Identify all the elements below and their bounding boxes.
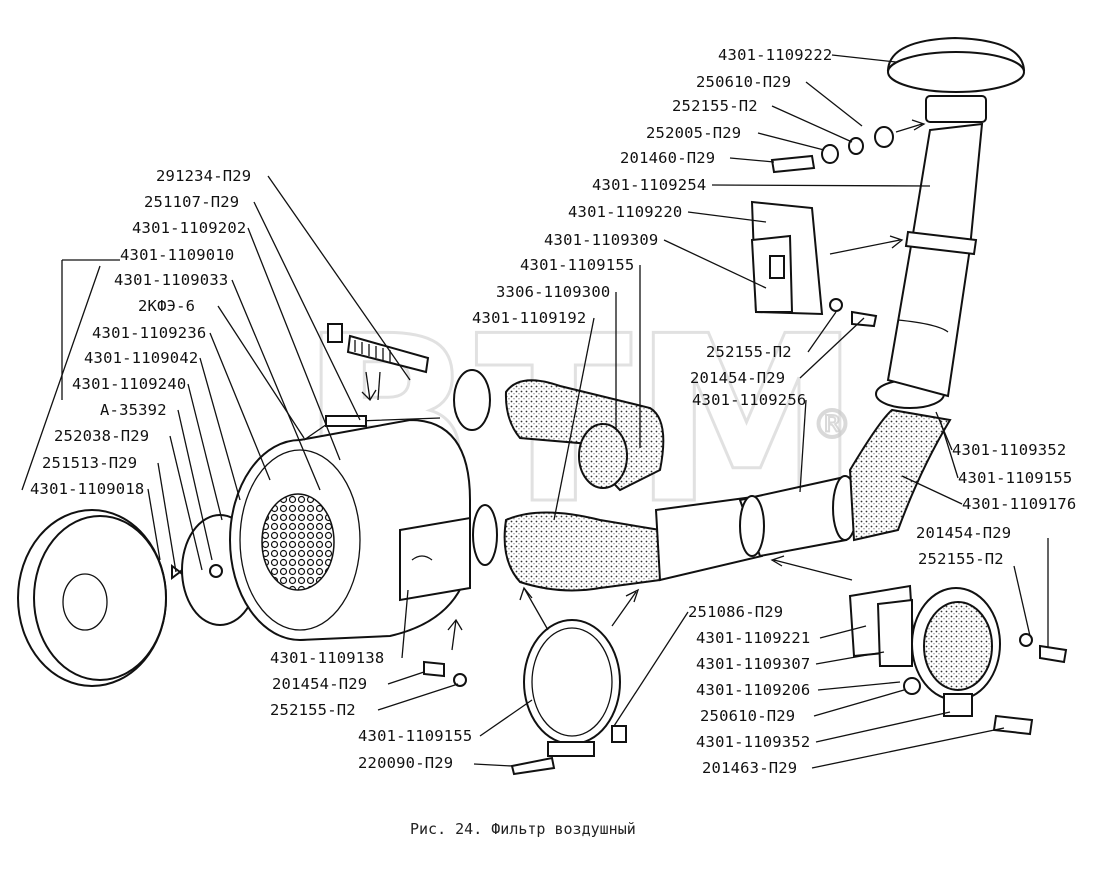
label-4301-1109018: 4301-1109018 (30, 480, 144, 498)
label-252155-p2-d: 252155-П2 (270, 701, 356, 719)
intake-pipe-4301-1109254 (886, 122, 984, 398)
label-252155-p2: 252155-П2 (672, 97, 758, 115)
label-4301-1109240: 4301-1109240 (72, 375, 186, 393)
intake-hose-4301-1109192 (503, 379, 952, 592)
label-252155-p2-c: 252155-П2 (918, 550, 1004, 568)
label-4301-1109256: 4301-1109256 (692, 391, 806, 409)
bolt-291234 (327, 323, 430, 374)
label-4301-1109206: 4301-1109206 (696, 681, 810, 699)
watermark-registered-mark: ® (812, 402, 852, 448)
label-4301-1109254: 4301-1109254 (592, 176, 706, 194)
fasteners (423, 126, 894, 687)
label-2kfe-6: 2КФЭ-6 (138, 297, 195, 315)
leader-lines (21, 54, 1049, 769)
label-201454-p29-b: 201454-П29 (916, 524, 1011, 542)
label-252005-p29: 252005-П29 (646, 124, 741, 142)
label-4301-1109352-a: 4301-1109352 (952, 441, 1066, 459)
label-291234-p29: 291234-П29 (156, 167, 251, 185)
label-201454-p29-a: 201454-П29 (690, 369, 785, 387)
clamp-bracket-4301-1109206 (848, 584, 1068, 736)
elbow-3306-1109300 (453, 369, 665, 492)
label-4301-1109155-c: 4301-1109155 (358, 727, 472, 745)
label-4301-1109221: 4301-1109221 (696, 629, 810, 647)
label-4301-1109192: 4301-1109192 (472, 309, 586, 327)
label-201460-p29: 201460-П29 (620, 149, 715, 167)
label-4301-1109138: 4301-1109138 (270, 649, 384, 667)
label-4301-1109042: 4301-1109042 (84, 349, 198, 367)
label-4301-1109307: 4301-1109307 (696, 655, 810, 673)
label-252155-p2-b: 252155-П2 (706, 343, 792, 361)
label-4301-1109202: 4301-1109202 (132, 219, 246, 237)
label-a-35392: А-35392 (100, 401, 167, 419)
label-251086-p29: 251086-П29 (688, 603, 783, 621)
label-3306-1109300: 3306-1109300 (496, 283, 610, 301)
label-250610-p29-b: 250610-П29 (700, 707, 795, 725)
label-4301-1109222: 4301-1109222 (718, 46, 832, 64)
label-4301-1109220: 4301-1109220 (568, 203, 682, 221)
label-4301-1109155-a: 4301-1109155 (520, 256, 634, 274)
bracket-4301-1109220 (750, 200, 824, 316)
filter-housing-4301-1109010 (229, 415, 498, 641)
label-251513-p29: 251513-П29 (42, 454, 137, 472)
label-220090-p29: 220090-П29 (358, 754, 453, 772)
label-252038-p29: 252038-П29 (54, 427, 149, 445)
label-4301-1109176: 4301-1109176 (962, 495, 1076, 513)
assembly-arrows (361, 119, 926, 651)
precleaner-cap-4301-1109222 (886, 36, 1026, 123)
label-4301-1109155-b: 4301-1109155 (958, 469, 1072, 487)
label-250610-p29: 250610-П29 (696, 73, 791, 91)
part-labels: 4301-1109222 250610-П29 252155-П2 252005… (30, 46, 1076, 777)
figure-caption: Рис. 24. Фильтр воздушный (410, 820, 636, 838)
label-4301-1109033: 4301-1109033 (114, 271, 228, 289)
label-4301-1109309: 4301-1109309 (544, 231, 658, 249)
label-4301-1109236: 4301-1109236 (92, 324, 206, 342)
label-4301-1109010: 4301-1109010 (120, 246, 234, 264)
clamp-4301-1109155-lower (510, 619, 627, 776)
front-cover-4301-1109018 (17, 509, 167, 687)
label-201463-p29: 201463-П29 (702, 759, 797, 777)
label-251107-p29: 251107-П29 (144, 193, 239, 211)
label-4301-1109352-b: 4301-1109352 (696, 733, 810, 751)
label-201454-p29-c: 201454-П29 (272, 675, 367, 693)
